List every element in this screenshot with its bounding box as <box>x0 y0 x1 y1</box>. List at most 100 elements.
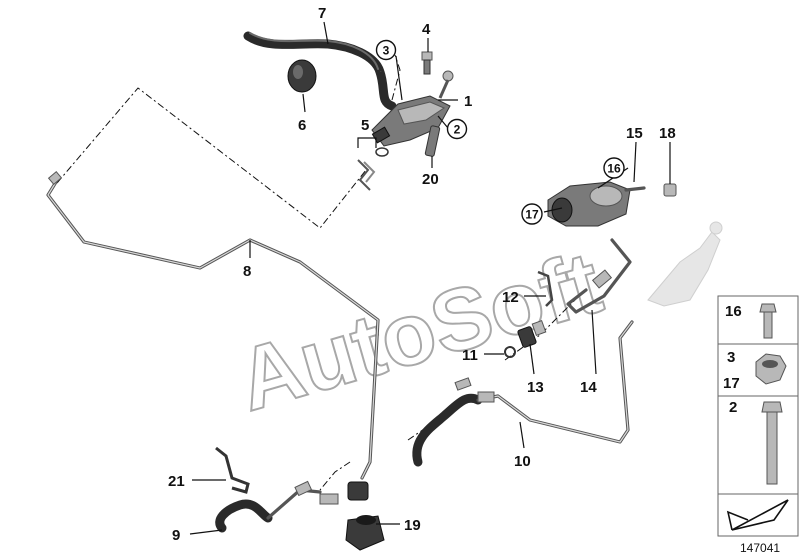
legend-panel: 16 3 17 2 <box>717 295 799 537</box>
part-20-pin <box>424 125 441 157</box>
legend-label-2: 2 <box>729 399 737 416</box>
callout-20: 20 <box>422 171 439 188</box>
nut-body <box>755 353 787 385</box>
bleed-pipe <box>624 186 646 192</box>
circle-16 <box>603 157 625 179</box>
bolt-short-shank <box>763 311 773 339</box>
part-11-seal <box>504 346 516 358</box>
circle-2 <box>446 118 468 140</box>
callout-18: 18 <box>659 125 676 142</box>
part-18-cap <box>663 183 677 197</box>
line-14-body <box>566 238 632 314</box>
arrow-head <box>726 510 749 531</box>
slave-cylinder <box>547 181 646 227</box>
callouts: 7 6 1 4 5 20 15 18 8 12 11 13 14 10 21 9… <box>168 5 676 544</box>
circle-3 <box>375 39 397 61</box>
legend-label-17: 17 <box>723 375 740 392</box>
bolt-long-shank <box>766 411 778 485</box>
callout-2: 2 <box>454 123 461 137</box>
nut-hole <box>762 360 778 368</box>
leader-6 <box>302 93 306 113</box>
callout-21: 21 <box>168 473 185 490</box>
clip-b <box>363 161 376 183</box>
circled-callout-17: 17 <box>521 203 543 225</box>
line-14-fitting <box>591 269 613 289</box>
line-10-fitting-b <box>454 377 472 391</box>
ghost-gearbox-body <box>647 231 721 307</box>
leader-10 <box>519 421 525 449</box>
callout-1: 1 <box>464 93 472 110</box>
callout-5: 5 <box>361 117 369 134</box>
legend-cell-bolt-short <box>717 295 799 345</box>
callout-14: 14 <box>580 379 597 396</box>
leader-2 <box>437 115 449 129</box>
watermark-text: AutoSoft <box>227 232 611 430</box>
nut-icon <box>755 353 787 385</box>
circled-callout-3: 3 <box>375 39 397 61</box>
bolt-short-icon <box>759 303 777 339</box>
part-19-grommet <box>345 515 385 551</box>
circled-callout-16: 16 <box>603 157 625 179</box>
connector-lower <box>319 481 369 505</box>
leader-15 <box>633 141 637 183</box>
leader-9 <box>189 529 223 535</box>
document-number: 147041 <box>740 541 780 555</box>
seal-11-ring <box>504 346 516 358</box>
connector-lower-body <box>319 493 339 505</box>
bolt-4-head <box>421 51 433 61</box>
leader-lines <box>189 21 671 535</box>
bracket-21-body <box>215 446 250 494</box>
push-rod <box>438 79 450 99</box>
callout-11: 11 <box>462 347 478 364</box>
callout-17: 17 <box>525 208 539 222</box>
supply-hose-body <box>243 31 397 111</box>
legend-label-16: 16 <box>725 303 742 320</box>
hose-10-body <box>412 393 483 467</box>
arrow-shape <box>731 499 789 531</box>
part-14-line <box>566 238 632 314</box>
grommet-19-top <box>356 515 376 525</box>
callout-9: 9 <box>172 527 180 544</box>
callout-12: 12 <box>502 289 519 306</box>
dash-line-middle <box>504 294 581 361</box>
clip-12-body <box>537 270 554 307</box>
leader-3 <box>395 55 403 101</box>
callout-13: 13 <box>527 379 544 396</box>
callout-16: 16 <box>607 162 621 176</box>
leader-14 <box>591 309 597 375</box>
part-7-supply-hose <box>243 31 397 111</box>
line-8-fitting <box>47 171 63 185</box>
legend-label-3: 3 <box>727 349 735 366</box>
bolt-long-head <box>761 401 783 413</box>
hose-9-fitting <box>294 480 313 497</box>
part-12-clip <box>537 270 554 307</box>
ghost-gearbox-eye <box>709 221 723 235</box>
bolt-long-icon <box>761 401 783 485</box>
part-4-bolt <box>421 51 433 75</box>
callout-7: 7 <box>318 5 326 22</box>
circled-callout-2: 2 <box>446 118 468 140</box>
pin-20-body <box>424 125 441 157</box>
line-10-fitting <box>477 391 495 403</box>
cap-18-body <box>663 183 677 197</box>
callout-3: 3 <box>383 44 390 58</box>
callout-4: 4 <box>422 21 431 38</box>
grommet-highlight <box>293 65 303 79</box>
leader-5 <box>357 137 377 148</box>
push-rod-eye <box>442 70 454 82</box>
callout-10: 10 <box>514 453 531 470</box>
part-5-clips <box>357 159 376 191</box>
part-21-bracket <box>215 446 250 494</box>
circle-17 <box>521 203 543 225</box>
o-ring <box>375 147 389 157</box>
bolt-short-head <box>759 303 777 313</box>
part-10-hose-line <box>412 320 634 467</box>
hose-9-body <box>215 499 273 533</box>
part-6-grommet <box>287 59 317 93</box>
master-cylinder-top <box>397 101 446 125</box>
dash-line-lower <box>319 461 351 491</box>
callout-8: 8 <box>243 263 251 280</box>
watermark: AutoSoft <box>226 231 612 431</box>
hose-9-pipe <box>266 488 322 520</box>
navigation-arrow-icon <box>726 499 789 531</box>
